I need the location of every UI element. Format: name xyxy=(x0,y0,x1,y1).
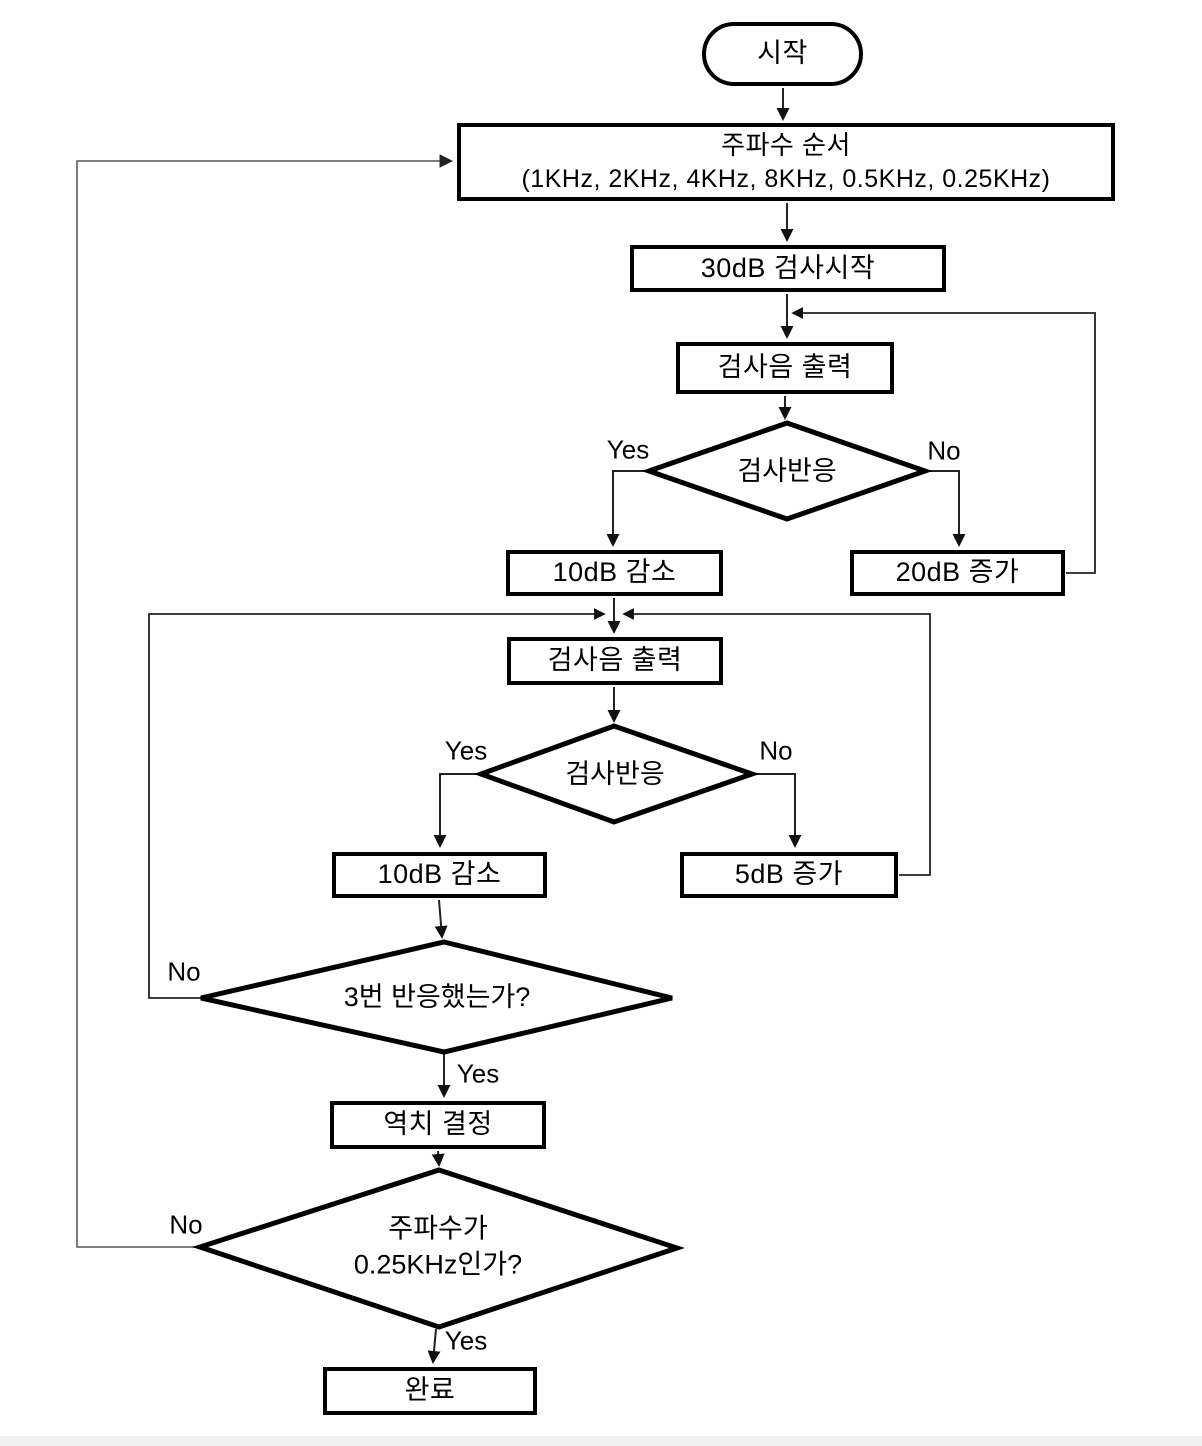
decision-4-label: 주파수가 0.25KHz인가? xyxy=(354,1211,522,1284)
node-frequency-order: 주파수 순서 (1KHz, 2KHz, 4KHz, 8KHz, 0.5KHz, … xyxy=(457,123,1115,201)
node-30db-test-start: 30dB 검사시작 xyxy=(630,245,946,292)
node-frequency-order-line2: (1KHz, 2KHz, 4KHz, 8KHz, 0.5KHz, 0.25KHz… xyxy=(521,164,1051,193)
node-decrease-10db-2-label: 10dB 감소 xyxy=(377,859,502,890)
edge-loop-frequency-no xyxy=(76,154,454,1248)
edge-decision-2-yes xyxy=(433,773,481,848)
node-tone-output-1: 검사음 출력 xyxy=(676,342,894,394)
decision-4-label-line2: 0.25KHz인가? xyxy=(353,1250,523,1280)
decision-3-label: 3번 반응했는가? xyxy=(343,981,531,1012)
node-frequency-order-line1: 주파수 순서 xyxy=(721,129,851,160)
edge-loop-3times-no xyxy=(148,608,606,999)
edge-decrease-10db-2-to-decision-3 xyxy=(434,899,448,939)
node-complete: 완료 xyxy=(323,1367,537,1415)
node-decrease-10db-2: 10dB 감소 xyxy=(332,852,547,898)
decision-1-label: 검사반응 xyxy=(737,455,837,486)
node-decrease-10db-1: 10dB 감소 xyxy=(506,550,723,596)
edge-loop-5db-return xyxy=(622,608,931,876)
decision-diamond-response-2 xyxy=(473,723,760,825)
node-start: 시작 xyxy=(702,22,863,86)
node-complete-label: 완료 xyxy=(404,1375,456,1406)
node-start-label: 시작 xyxy=(757,38,808,69)
decision-diamonds xyxy=(191,420,933,1330)
node-decrease-10db-1-label: 10dB 감소 xyxy=(552,557,677,588)
edge-threshold-to-decision-4 xyxy=(431,1150,445,1167)
branch-label-no-4: No xyxy=(169,1209,203,1240)
branch-label-no-2: No xyxy=(759,735,793,766)
page-bottom-strip xyxy=(0,1436,1202,1446)
edge-loop-20db-return xyxy=(791,307,1096,574)
node-threshold-decision-label: 역치 결정 xyxy=(383,1109,493,1140)
node-tone-output-2-label: 검사음 출력 xyxy=(547,645,683,676)
node-threshold-decision: 역치 결정 xyxy=(330,1101,546,1149)
edge-decision-1-no xyxy=(925,470,966,547)
node-30db-test-start-label: 30dB 검사시작 xyxy=(700,252,876,283)
node-increase-5db: 5dB 증가 xyxy=(680,852,898,898)
branch-label-no-3: No xyxy=(167,956,201,987)
branch-label-yes-4: Yes xyxy=(444,1325,488,1356)
decision-diamond-frequency xyxy=(191,1167,685,1330)
node-increase-20db: 20dB 증가 xyxy=(850,550,1065,596)
node-tone-output-2: 검사음 출력 xyxy=(507,637,723,685)
edge-decision-1-yes xyxy=(606,470,649,547)
branch-label-yes-2: Yes xyxy=(444,735,488,766)
edge-decision-4-yes xyxy=(427,1328,441,1364)
decision-diamond-response-1 xyxy=(641,420,933,522)
decision-diamond-3-responses xyxy=(200,939,673,1055)
branch-label-no-1: No xyxy=(927,435,961,466)
node-tone-output-1-label: 검사음 출력 xyxy=(717,352,853,383)
branch-label-yes-3: Yes xyxy=(456,1058,500,1089)
node-increase-5db-label: 5dB 증가 xyxy=(734,859,844,890)
decision-4-label-line1: 주파수가 xyxy=(388,1213,488,1244)
edge-decision-2-no xyxy=(752,773,802,848)
edges xyxy=(76,88,1096,1364)
branch-label-yes-1: Yes xyxy=(606,434,650,465)
node-increase-20db-label: 20dB 증가 xyxy=(895,557,1020,588)
decision-2-label: 검사반응 xyxy=(565,758,665,789)
